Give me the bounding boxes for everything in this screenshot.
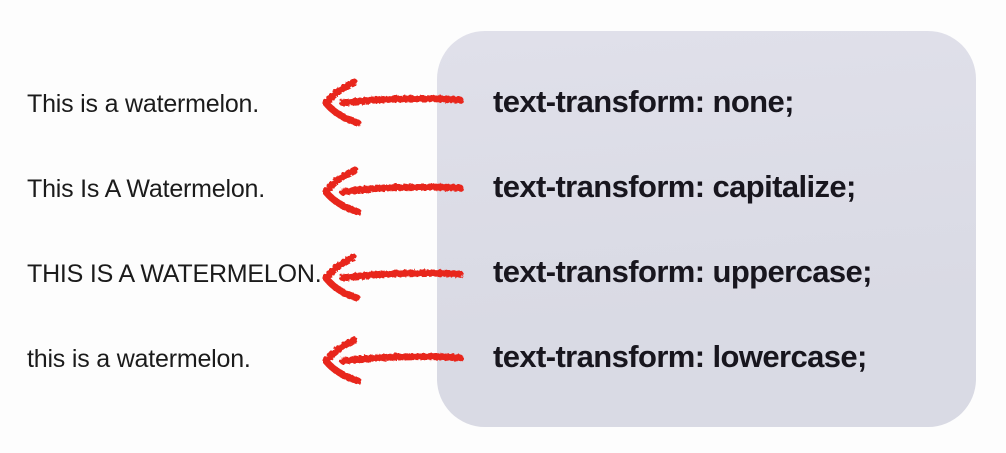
arrow-left-icon <box>322 78 464 127</box>
example-text-none: This is a watermelon. <box>27 90 259 118</box>
code-panel <box>437 31 976 427</box>
code-line-none: text-transform: none; <box>493 84 794 119</box>
example-text-lowercase: this is a watermelon. <box>27 345 251 373</box>
arrow-left-icon <box>322 336 464 385</box>
arrow-left-icon <box>322 166 464 216</box>
code-line-uppercase: text-transform: uppercase; <box>493 254 872 289</box>
code-line-lowercase: text-transform: lowercase; <box>493 339 867 374</box>
example-text-capitalize: This Is A Watermelon. <box>27 175 266 203</box>
example-text-uppercase: THIS IS A WATERMELON. <box>27 260 322 288</box>
arrow-left-icon <box>322 253 464 302</box>
code-line-capitalize: text-transform: capitalize; <box>493 169 856 204</box>
